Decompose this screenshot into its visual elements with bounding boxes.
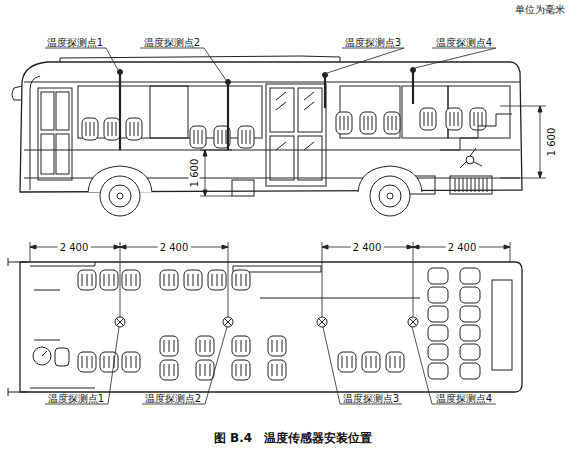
sensor-label: 温度探测点3 [343,393,399,404]
sensor-label: 温度探测点2 [144,37,200,48]
dimension-text: 2 400 [58,242,91,253]
sensor-label: 温度探测点1 [47,37,103,48]
dimension-text: 2 400 [446,242,479,253]
sensor-label: 温度探测点3 [345,37,401,48]
dimension-text: 1 600 [546,127,557,158]
sensor-label: 温度探测点1 [48,393,104,404]
figure-caption: 图 B.4 温度传感器安装位置 [214,430,372,447]
dimension-text: 1 600 [189,158,200,189]
dimension-text: 2 400 [158,242,191,253]
dimension-text: 2 400 [351,242,384,253]
sensor-label: 温度探测点4 [436,393,492,404]
sensor-label: 温度探测点4 [436,37,492,48]
sensor-label: 温度探测点2 [145,393,201,404]
unit-note: 单位为毫米 [515,4,565,15]
